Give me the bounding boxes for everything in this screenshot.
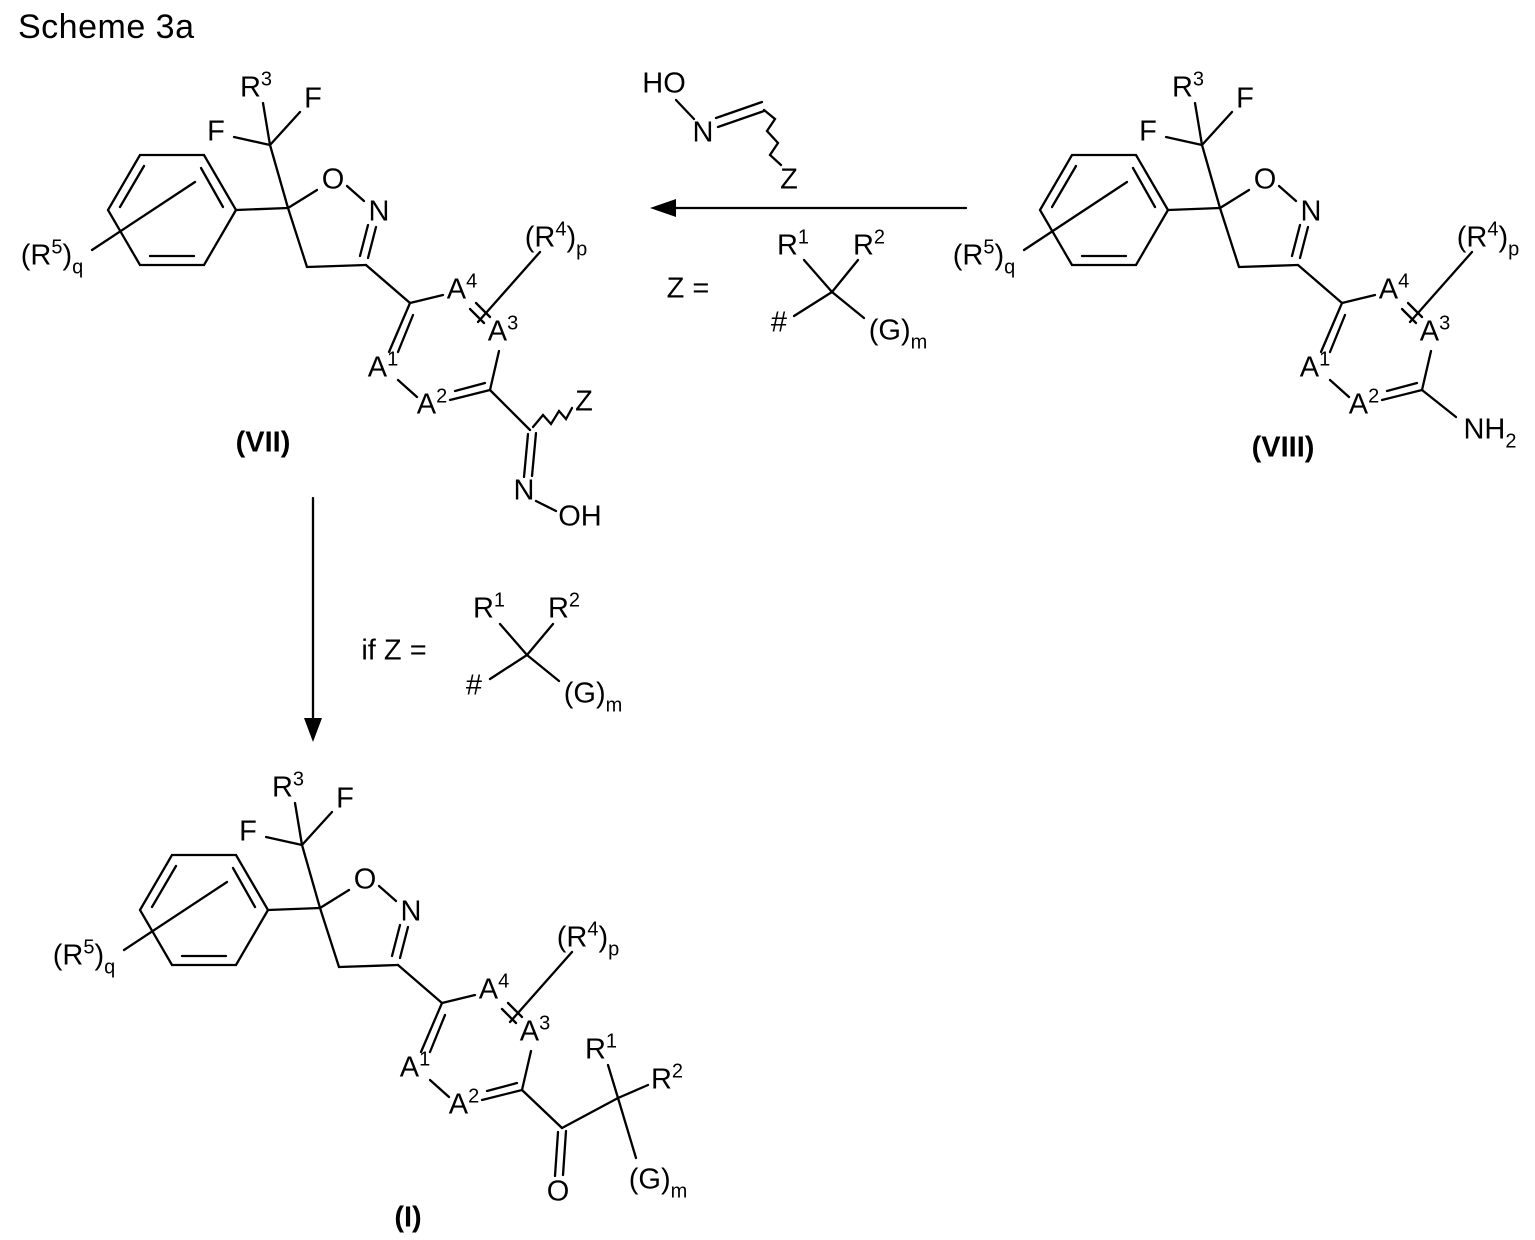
reaction-arrow-down: [304, 496, 322, 742]
reaction-arrow-right-to-left: [650, 199, 968, 217]
structure-vii-bonds: [90, 101, 574, 513]
condition-if-z-bonds: [488, 622, 561, 683]
scheme-title: Scheme 3a: [18, 8, 195, 46]
reagent-oxime-bonds: [674, 98, 783, 167]
structure-viii-bonds: [1022, 101, 1474, 419]
structure-i-bonds: [122, 801, 650, 1178]
z-definition-bonds: [792, 258, 866, 320]
